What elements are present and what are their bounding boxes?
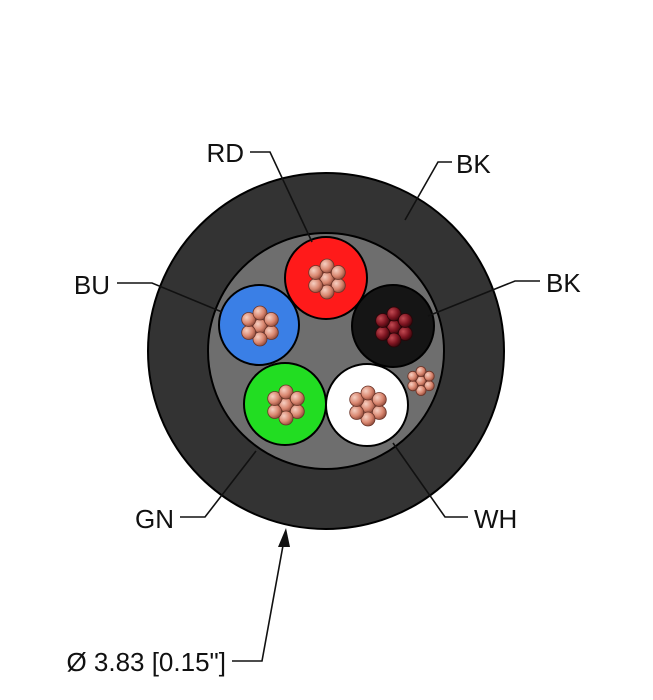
- strand: [319, 258, 335, 274]
- strand: [278, 384, 294, 400]
- strand-bundle-rd: [308, 258, 346, 300]
- conductor-gn: [243, 362, 327, 446]
- strand: [252, 305, 268, 321]
- conductor-wh: [325, 363, 409, 447]
- strand: [386, 306, 402, 322]
- strand: [308, 265, 324, 280]
- leader-diameter: [232, 539, 285, 662]
- label-bk-jacket: BK: [456, 149, 491, 179]
- strand-bundle-gn: [267, 384, 305, 426]
- strand: [289, 391, 305, 406]
- label-diameter: Ø 3.83 [0.15"]: [66, 647, 226, 677]
- strand: [263, 312, 279, 327]
- label-rd: RD: [206, 138, 244, 168]
- conductor-bu: [218, 284, 300, 366]
- strand: [415, 366, 427, 377]
- label-bk-conductor: BK: [546, 268, 581, 298]
- strand: [241, 325, 257, 340]
- leader-gn: [180, 450, 257, 518]
- strand: [407, 380, 419, 392]
- strand: [407, 370, 419, 382]
- strand: [360, 411, 376, 427]
- conductor-rd: [284, 236, 368, 320]
- strand: [423, 370, 435, 382]
- strand-bundle-bu: [241, 305, 279, 347]
- label-gn: GN: [135, 504, 174, 534]
- strand: [267, 391, 283, 406]
- strand: [375, 313, 391, 328]
- strand: [415, 385, 427, 396]
- strand: [349, 405, 365, 420]
- conductor-bk: [351, 284, 435, 368]
- leader-bu: [117, 282, 223, 313]
- leader-bk-conductor: [427, 280, 540, 317]
- leader-rd: [250, 151, 313, 243]
- strand: [241, 312, 257, 327]
- strand: [267, 404, 283, 419]
- drain-wire: [407, 366, 435, 396]
- strand: [375, 326, 391, 341]
- strand: [278, 410, 294, 426]
- strand: [386, 332, 402, 348]
- leader-bk-jacket: [404, 161, 452, 221]
- strand-bundle-bk: [375, 306, 413, 348]
- strand: [349, 392, 365, 407]
- strand: [319, 284, 335, 300]
- label-wh: WH: [474, 504, 517, 534]
- strand: [252, 331, 268, 347]
- strand: [308, 278, 324, 293]
- strand: [397, 313, 413, 328]
- label-bu: BU: [74, 270, 110, 300]
- strand: [371, 392, 387, 407]
- strand-bundle-wh: [349, 385, 387, 427]
- strand: [330, 265, 346, 280]
- leader-wh: [392, 442, 468, 518]
- strand: [360, 385, 376, 401]
- diameter-arrowhead: [278, 528, 290, 547]
